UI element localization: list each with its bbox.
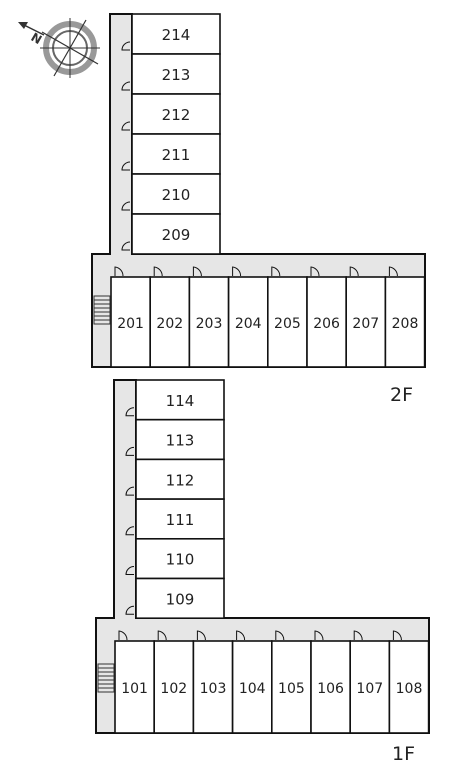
room-201: 201 (110, 266, 152, 368)
room-112: 112 (125, 458, 225, 500)
room-label: 206 (313, 316, 340, 332)
door-icon (275, 630, 285, 641)
floor-2f: 214 213 212 211 210 209 201 202 203 204 205 206 207… (91, 13, 426, 406)
door-icon (314, 630, 324, 641)
compass-rose-icon: N (18, 18, 100, 78)
door-icon (353, 630, 363, 641)
room-207: 207 (345, 266, 387, 368)
room-206: 206 (306, 266, 348, 368)
room-109: 109 (125, 577, 225, 620)
room-212: 212 (121, 93, 221, 135)
room-101: 101 (114, 630, 156, 734)
room-label: 212 (162, 106, 191, 124)
stairs-icon (97, 663, 115, 693)
room-label: 101 (121, 681, 148, 697)
room-label: 104 (239, 681, 266, 697)
floor-label-2f: 2F (390, 384, 413, 406)
door-icon (310, 266, 320, 277)
room-label: 204 (235, 316, 262, 332)
room-104: 104 (231, 630, 273, 734)
room-202: 202 (149, 266, 191, 368)
room-label: 111 (166, 511, 195, 529)
room-210: 210 (121, 173, 221, 215)
room-label: 201 (117, 316, 144, 332)
door-icon (236, 630, 246, 641)
door-icon (121, 81, 131, 91)
room-102: 102 (153, 630, 195, 734)
room-label: 110 (166, 551, 195, 569)
room-label: 209 (162, 226, 191, 244)
door-icon (125, 407, 135, 417)
door-icon (392, 630, 402, 641)
room-label: 208 (392, 316, 419, 332)
room-213: 213 (121, 53, 221, 95)
room-110: 110 (125, 537, 225, 580)
room-label: 102 (160, 681, 187, 697)
room-label: 207 (352, 316, 379, 332)
door-icon (232, 266, 242, 277)
door-icon (121, 121, 131, 131)
door-icon (121, 241, 131, 251)
room-208: 208 (384, 266, 426, 368)
stairs-icon (93, 295, 111, 325)
room-214: 214 (121, 13, 221, 55)
door-icon (192, 266, 202, 277)
door-icon (125, 526, 135, 536)
door-icon (125, 446, 135, 456)
room-114: 114 (125, 379, 225, 421)
room-label: 113 (166, 432, 195, 450)
room-111: 111 (125, 498, 225, 540)
room-label: 210 (162, 186, 191, 204)
door-icon (125, 486, 135, 496)
door-icon (196, 630, 206, 641)
door-icon (125, 566, 135, 575)
room-label: 105 (278, 681, 305, 697)
door-icon (114, 266, 124, 277)
room-204: 204 (227, 266, 269, 368)
door-icon (118, 630, 128, 641)
room-205: 205 (266, 266, 308, 368)
room-label: 205 (274, 316, 301, 332)
door-icon (388, 266, 398, 277)
compass-north-label: N (29, 30, 45, 47)
door-icon (153, 266, 163, 277)
room-label: 214 (162, 26, 191, 44)
door-icon (121, 201, 131, 211)
room-label: 213 (162, 66, 191, 84)
door-icon (121, 161, 131, 171)
room-209: 209 (121, 213, 221, 255)
room-211: 211 (121, 133, 221, 175)
room-label: 107 (356, 681, 383, 697)
room-105: 105 (270, 630, 312, 734)
room-108: 108 (388, 630, 430, 734)
room-103: 103 (192, 630, 234, 734)
room-label: 114 (166, 392, 195, 410)
room-label: 106 (317, 681, 344, 697)
room-106: 106 (310, 630, 352, 734)
room-label: 103 (200, 681, 227, 697)
floor-label-1f: 1F (392, 743, 415, 765)
door-icon (157, 630, 167, 641)
door-icon (121, 41, 131, 51)
door-icon (125, 605, 135, 615)
door-icon (349, 266, 359, 277)
room-107: 107 (349, 630, 391, 734)
room-label: 203 (196, 316, 223, 332)
room-label: 202 (156, 316, 183, 332)
room-label: 108 (396, 681, 423, 697)
room-203: 203 (188, 266, 230, 368)
room-label: 109 (166, 590, 195, 608)
room-113: 113 (125, 418, 225, 461)
room-label: 211 (162, 146, 191, 164)
floor-1f: 114 113 112 111 110 109 101 102 103 104 105 106 107… (95, 379, 430, 765)
door-icon (271, 266, 281, 277)
room-label: 112 (166, 471, 195, 489)
